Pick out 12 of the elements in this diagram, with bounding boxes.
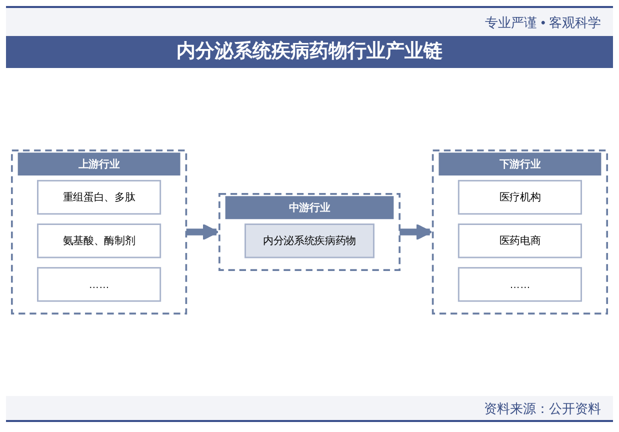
- process-box: ……: [458, 267, 582, 302]
- process-box: 氨基酸、酶制剂: [37, 224, 162, 258]
- arrow: [186, 224, 219, 240]
- process-box: 医疗机构: [458, 180, 582, 215]
- source-note: 资料来源：公开资料: [484, 401, 601, 416]
- process-box: 重组蛋白、多肽: [37, 180, 162, 215]
- diagram-title: 内分泌系统疾病药物行业产业链: [6, 36, 613, 68]
- slogan-text: 专业严谨 • 客观科学: [485, 15, 601, 30]
- arrow: [400, 224, 432, 240]
- process-box: 内分泌系统疾病药物: [244, 224, 374, 258]
- process-box: ……: [37, 267, 162, 302]
- process-box: 医药电商: [458, 224, 582, 258]
